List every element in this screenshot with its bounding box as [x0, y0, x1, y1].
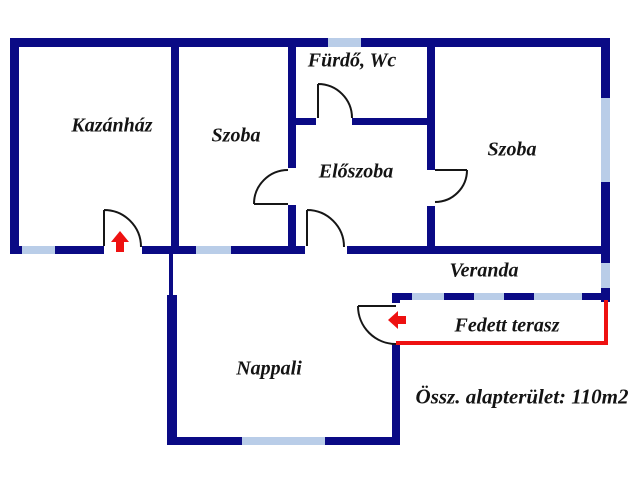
total-area-annotation: Össz. alapterület: 110m2	[415, 384, 629, 409]
opening-eloszoba-veranda	[305, 245, 347, 255]
room-label-fedett-terasz: Fedett terasz	[454, 314, 560, 337]
wall-outer-left	[10, 38, 19, 254]
terrace-red-edge-bottom	[396, 341, 608, 345]
dashed-wall-segment	[582, 293, 610, 300]
room-label-eloszoba: Előszoba	[318, 160, 394, 183]
wall-outer-top	[10, 38, 610, 47]
room-label-veranda: Veranda	[449, 259, 519, 282]
dashed-wall-segment	[444, 293, 474, 300]
room-label-szoba-right: Szoba	[487, 138, 537, 161]
room-label-szoba-left: Szoba	[211, 124, 261, 147]
wall-furdo-bottom	[296, 118, 427, 125]
window-bottom-kazanhaz	[22, 246, 55, 254]
window-right-veranda	[601, 263, 610, 288]
dashed-wall-segment	[392, 293, 412, 300]
opening-terrace-door	[391, 303, 401, 343]
dashed-wall-segment	[504, 293, 534, 300]
room-label-kazanhaz: Kazánház	[71, 114, 153, 137]
opening-szoba-right-door	[426, 170, 436, 206]
opening-furdo-door	[316, 117, 352, 126]
wall-nappali-left-thin	[169, 254, 173, 295]
terrace-red-edge-right	[604, 300, 608, 343]
opening-main-entrance	[104, 245, 142, 255]
window-top-furdo	[328, 38, 361, 47]
main-entrance-door-arc	[103, 209, 142, 248]
szoba-right-door-arc	[434, 169, 468, 203]
room-label-nappali: Nappali	[236, 357, 302, 380]
wall-szoba-eloszoba	[288, 47, 296, 246]
furdo-door-arc	[317, 83, 353, 119]
szoba-left-door-arc	[253, 169, 289, 205]
window-nappali-bottom	[242, 437, 325, 445]
window-right-szoba	[601, 98, 610, 182]
veranda-door-arc	[306, 209, 345, 248]
wall-kazanhaz-szoba	[171, 47, 179, 246]
wall-eloszoba-szoba-right	[427, 47, 435, 246]
dashed-wall-glazing	[392, 293, 610, 300]
opening-szoba-left-door	[287, 168, 297, 205]
window-bottom-nappali-top	[196, 246, 231, 254]
room-label-furdo-wc: Fürdő, Wc	[307, 49, 397, 72]
wall-nappali-left	[167, 295, 177, 440]
wall-nappali-right	[392, 293, 400, 437]
